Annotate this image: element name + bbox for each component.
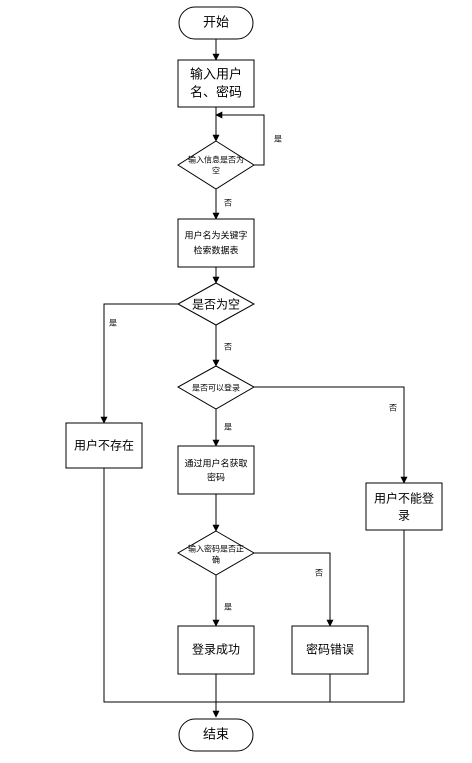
search-table-line1: 用户名为关键字 (184, 230, 247, 242)
label-loop-yes: 是 (274, 135, 282, 144)
user-not-exist-label: 用户不存在 (74, 438, 134, 453)
check-result-empty-decision: 是否为空 (176, 282, 256, 326)
check-password-line2: 确 (212, 555, 220, 565)
password-error-node: 密码错误 (291, 625, 369, 675)
label-check-result-yes: 是 (109, 319, 117, 328)
label-check-password-no: 否 (315, 569, 323, 578)
check-result-empty-label: 是否为空 (192, 298, 240, 312)
start-label: 开始 (203, 16, 229, 31)
edge-can-login-no (254, 386, 408, 484)
label-check-password-yes: 是 (224, 603, 232, 612)
edge-check-result-yes (100, 303, 180, 424)
end-label: 结束 (203, 728, 229, 743)
user-cannot-login-line2: 录 (398, 509, 410, 523)
password-error-label: 密码错误 (306, 642, 354, 657)
edge-loop-yes (215, 111, 265, 166)
user-not-exist-node: 用户不存在 (65, 422, 143, 469)
login-success-node: 登录成功 (177, 625, 255, 675)
get-password-line1: 通过用户名获取 (184, 458, 247, 470)
connectors (100, 39, 408, 718)
check-input-empty-line1: 输入信息是否为 (188, 155, 244, 165)
search-table-node: 用户名为关键字 检索数据表 (177, 218, 255, 268)
start-node: 开始 (178, 6, 254, 40)
check-input-empty-decision: 输入信息是否为 空 (177, 140, 255, 190)
end-node: 结束 (178, 718, 254, 752)
check-input-empty-line2: 空 (212, 166, 220, 176)
get-password-node: 通过用户名获取 密码 (177, 445, 255, 495)
label-check-empty-no: 否 (224, 199, 232, 208)
label-check-result-no: 否 (224, 343, 232, 352)
user-cannot-login-node: 用户不能登 录 (365, 482, 443, 531)
user-cannot-login-line1: 用户不能登 (374, 491, 434, 506)
edge-check-password-no (254, 552, 334, 627)
check-password-decision: 输入密码是否正 确 (177, 530, 255, 576)
check-can-login-label: 是否可以登录 (192, 383, 240, 393)
login-success-label: 登录成功 (192, 642, 240, 657)
edge-merge-bus (103, 468, 405, 703)
label-can-login-no: 否 (389, 404, 397, 413)
check-can-login-decision: 是否可以登录 (176, 365, 256, 410)
label-can-login-yes: 是 (224, 423, 232, 432)
input-user-label-line1: 输入用户 (190, 67, 242, 83)
input-user-node: 输入用户 名、密码 (177, 59, 255, 108)
get-password-line2: 密码 (207, 472, 225, 484)
search-table-line2: 检索数据表 (193, 245, 238, 257)
check-password-line1: 输入密码是否正 (188, 544, 244, 554)
input-user-label-line2: 名、密码 (190, 85, 242, 101)
